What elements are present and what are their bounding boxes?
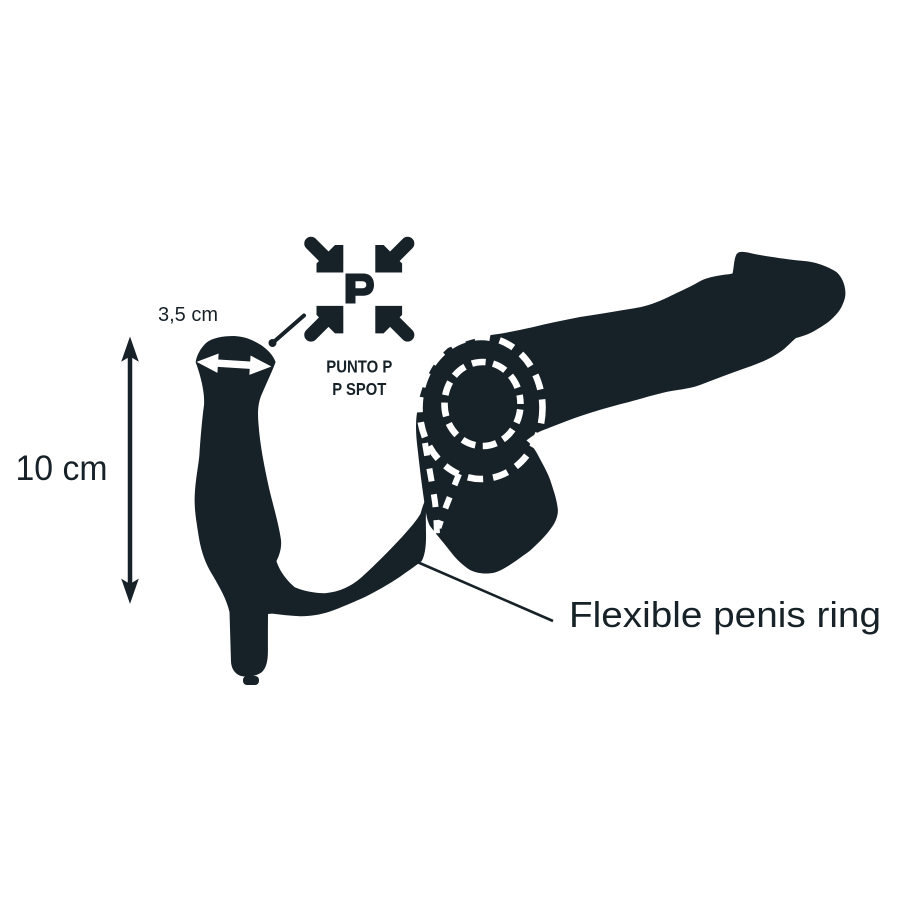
svg-text:P SPOT: P SPOT: [332, 379, 386, 399]
svg-text:3,5 cm: 3,5 cm: [158, 304, 218, 326]
svg-text:Flexible penis ring: Flexible penis ring: [569, 594, 881, 635]
svg-text:10 cm: 10 cm: [16, 449, 108, 488]
svg-text:PUNTO P: PUNTO P: [326, 356, 392, 376]
